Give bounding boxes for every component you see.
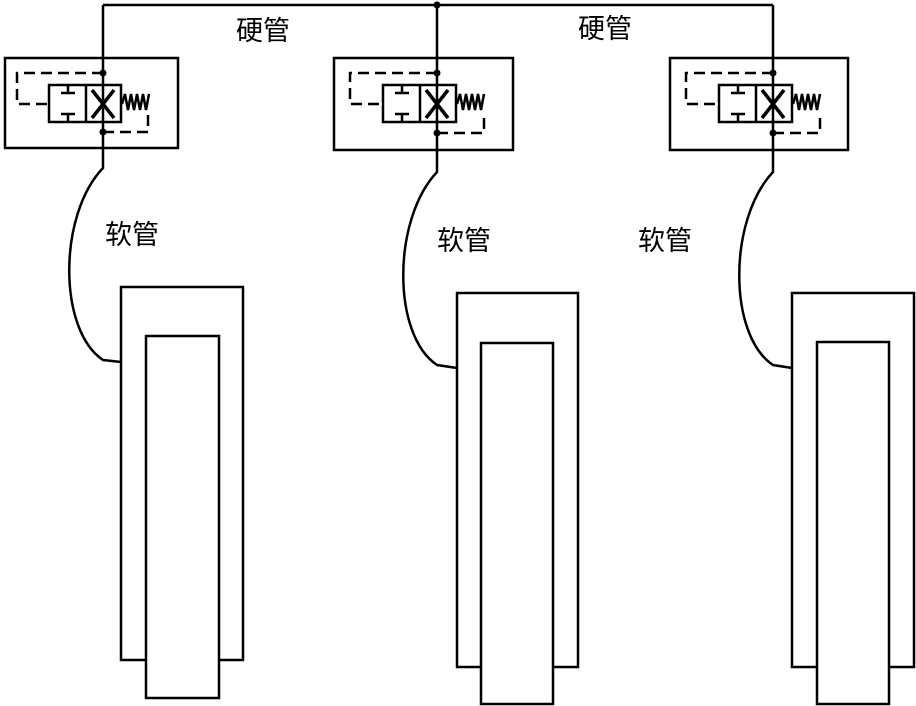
spring-icon	[791, 93, 822, 111]
hose-label-3: 软管	[638, 226, 692, 257]
hose	[68, 149, 122, 364]
unit-1	[3, 5, 245, 700]
pilot-line-top	[684, 71, 773, 106]
pilot-line-top	[348, 71, 437, 106]
hard-pipe-label-2: 硬管	[578, 14, 632, 45]
unit-2	[332, 5, 580, 706]
pilot-line-bottom	[437, 113, 486, 135]
junction-dot-bottom	[433, 129, 441, 137]
hose-label-2: 软管	[437, 226, 491, 257]
blocked-port-top	[61, 85, 75, 95]
junction-dot-top	[99, 69, 107, 77]
blocked-port-bottom	[731, 112, 745, 122]
spring-icon	[455, 93, 486, 111]
hard-pipe-label-1: 硬管	[236, 16, 290, 47]
junction-dot-bottom	[99, 128, 107, 136]
blocked-port-top	[395, 85, 409, 95]
hose	[402, 150, 458, 370]
cross-flow-icon	[90, 88, 116, 120]
cylinder-rod	[815, 340, 891, 706]
junction-dot-bottom	[769, 129, 777, 137]
blocked-port-bottom	[395, 112, 409, 122]
hose-label-1: 软管	[105, 220, 159, 251]
unit-3	[668, 5, 916, 706]
cylinder-rod	[479, 341, 555, 706]
hose	[738, 150, 793, 370]
cylinder-rod	[144, 334, 221, 700]
pilot-line-bottom	[103, 113, 150, 134]
junction-dot-top	[769, 69, 777, 77]
blocked-port-top	[731, 85, 745, 95]
pilot-line-bottom	[773, 113, 822, 135]
pilot-line-top	[15, 71, 103, 106]
spring-icon	[120, 93, 151, 111]
junction-dot-top	[433, 69, 441, 77]
blocked-port-bottom	[61, 112, 75, 122]
cross-flow-icon	[760, 88, 786, 120]
cross-flow-icon	[424, 88, 450, 120]
